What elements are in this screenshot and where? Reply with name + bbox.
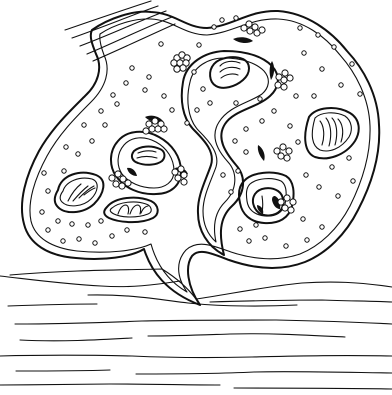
vesicles	[40, 16, 362, 248]
muscle-fiber	[0, 269, 392, 389]
axon-fibers	[65, 1, 175, 61]
